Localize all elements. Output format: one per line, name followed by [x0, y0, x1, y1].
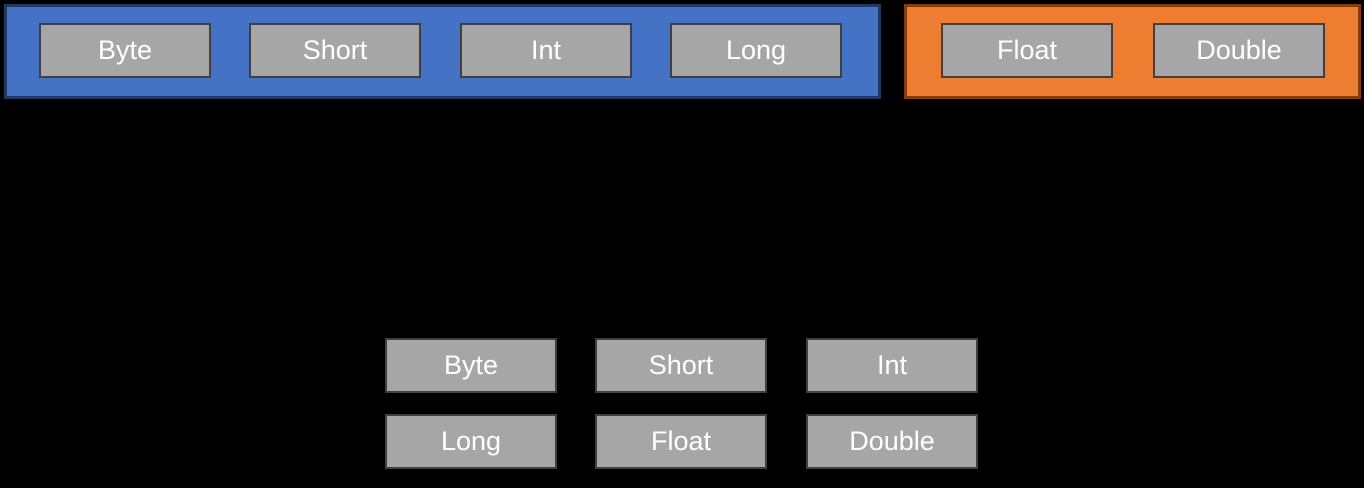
grid-type-label-short: Short: [648, 350, 714, 380]
grid-type-label-int: Int: [876, 350, 908, 380]
grid-type-label-long: Long: [440, 426, 502, 456]
type-box-float: Float: [941, 23, 1113, 78]
type-label-short: Short: [302, 35, 368, 65]
type-box-int: Int: [460, 23, 632, 78]
type-label-float: Float: [996, 35, 1058, 65]
integer-types-group: Byte Short Int Long: [4, 4, 881, 99]
grid-type-label-float: Float: [650, 426, 712, 456]
type-box-long: Long: [670, 23, 842, 78]
type-box-double: Double: [1153, 23, 1325, 78]
grid-type-label-double: Double: [849, 426, 935, 456]
type-label-double: Double: [1196, 35, 1282, 65]
grid-type-box-int: Int: [806, 338, 978, 393]
type-label-int: Int: [530, 35, 562, 65]
type-box-short: Short: [249, 23, 421, 78]
grid-type-box-double: Double: [806, 414, 978, 469]
grid-type-box-float: Float: [595, 414, 767, 469]
floating-point-types-group: Float Double: [904, 4, 1361, 99]
type-box-byte: Byte: [39, 23, 211, 78]
grid-type-box-byte: Byte: [385, 338, 557, 393]
grid-type-box-short: Short: [595, 338, 767, 393]
type-label-long: Long: [725, 35, 787, 65]
grid-type-box-long: Long: [385, 414, 557, 469]
type-label-byte: Byte: [97, 35, 153, 65]
grid-type-label-byte: Byte: [443, 350, 499, 380]
